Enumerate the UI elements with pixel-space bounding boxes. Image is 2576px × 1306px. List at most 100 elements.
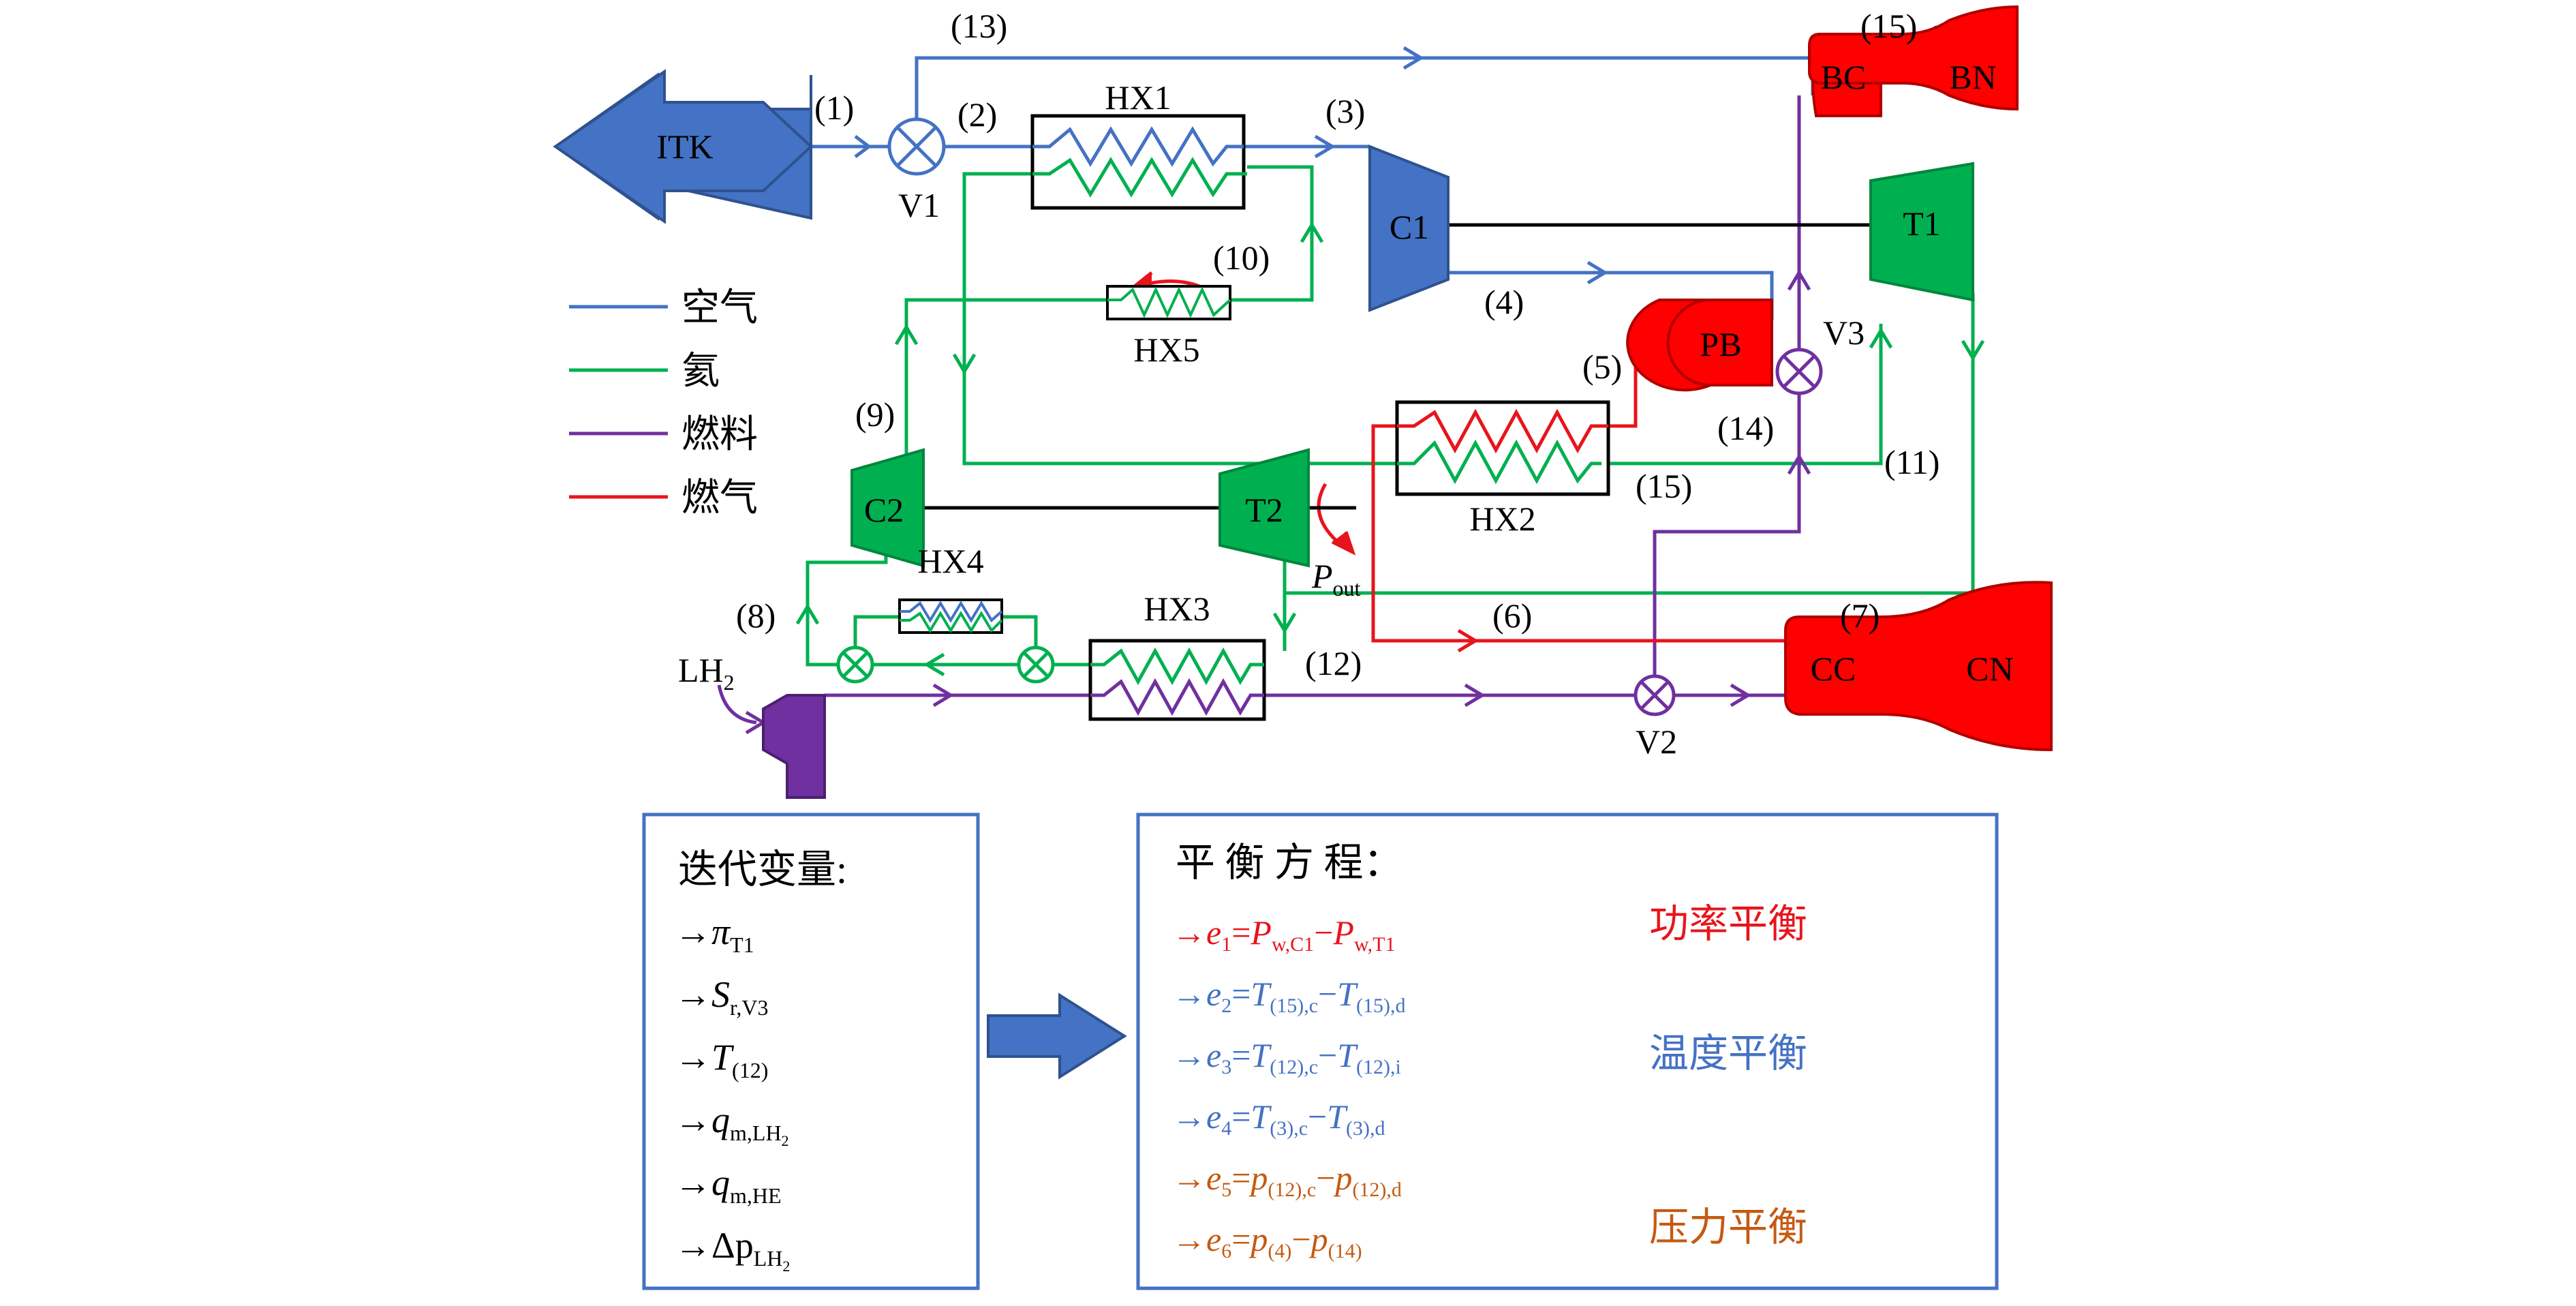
he-arrow-hx1-down [952, 353, 977, 375]
cc-label: CC [1811, 650, 1856, 688]
station-4: (4) [1484, 283, 1524, 321]
he-arrow-8b [923, 652, 945, 677]
balance-category: 功率平衡 [1649, 902, 1807, 946]
hx3 [1088, 639, 1266, 721]
valve-helium-a [836, 646, 874, 684]
pout-arrowhead [1331, 531, 1356, 556]
balance-equation: →e1=Pw,C1−Pw,T1 [1172, 913, 1395, 956]
c1-label: C1 [1390, 208, 1429, 246]
he-line-10 [1230, 165, 1314, 302]
he-line-hx4-l [853, 615, 900, 648]
station-8: (8) [736, 596, 776, 635]
iteration-var: →Sr,V3 [675, 974, 768, 1020]
balance-equation: →e6=p(4)−p(14) [1172, 1220, 1362, 1262]
lh2-pump [762, 694, 826, 799]
hx1-label: HX1 [1105, 78, 1171, 117]
valve-v1 [887, 117, 946, 176]
balance-category: 温度平衡 [1649, 1031, 1807, 1076]
gas-line-6 [1371, 424, 1785, 643]
v1-label: V1 [898, 186, 940, 224]
iteration-var: →qm,HE [675, 1162, 782, 1208]
cn-label: CN [1966, 650, 2013, 688]
gas-arrow-6 [1457, 628, 1479, 653]
he-line-8 [806, 535, 888, 667]
balance-equation: →e4=T(3),c−T(3),d [1172, 1097, 1385, 1140]
fuel-arrow-lh2 [717, 684, 757, 725]
valve-helium-b [1017, 646, 1055, 684]
iteration-var: →πT1 [675, 911, 754, 957]
lh2-label: LH2 [678, 651, 735, 695]
station-14: (14) [1717, 409, 1774, 447]
hx2 [1395, 400, 1610, 496]
c2-label: C2 [864, 491, 904, 529]
balance-equation: →e5=p(12),c−p(12),d [1172, 1159, 1402, 1201]
he-arrow-t2-down [1272, 612, 1297, 634]
hx3-label: HX3 [1144, 590, 1210, 628]
hx5-label: HX5 [1133, 331, 1199, 369]
station-labels: (1) (2) (3) (4) (5) (6) (7) (8) (9) (10)… [736, 7, 1939, 682]
iteration-vars: →πT1→Sr,V3→T(12)→qm,LH2→qm,HE→ΔpLH2 [675, 911, 790, 1275]
shafts [923, 223, 1871, 510]
itk-label: ITK [656, 127, 713, 166]
legend-label: 燃气 [681, 477, 758, 519]
pout-label: Pout [1311, 557, 1361, 601]
valve-v3 [1775, 348, 1823, 395]
v2-label: V2 [1636, 723, 1677, 761]
he-line-11 [1601, 324, 1883, 466]
main-chamber-cc-cn [1784, 581, 2053, 752]
iteration-box: 迭代变量: →πT1→Sr,V3→T(12)→qm,LH2→qm,HE→ΔpLH… [642, 813, 980, 1290]
air-arrow-3 [1314, 134, 1336, 159]
air-arrow-1 [854, 135, 872, 158]
station-5: (5) [1582, 348, 1622, 386]
he-arrow-9 [894, 324, 919, 346]
pb-label: PB [1700, 325, 1741, 363]
fuel-arrow-14 [1787, 269, 1811, 291]
fuel-line-15 [1653, 392, 1801, 675]
station-7: (7) [1840, 596, 1880, 635]
bn-label: BN [1949, 58, 1996, 96]
fuel-arrow-1 [932, 683, 954, 708]
balance-title: 平 衡 方 程： [1176, 840, 1403, 885]
he-arrow-8 [795, 603, 820, 625]
compressor-c2 [850, 448, 925, 568]
he-line-hx1-hx2 [962, 172, 1397, 466]
station-1: (1) [814, 89, 854, 127]
t1-label: T1 [1903, 204, 1941, 243]
balance-box: 平 衡 方 程： →e1=Pw,C1−Pw,T1→e2=T(15),c−T(15… [1136, 813, 1999, 1290]
hx4 [898, 598, 1003, 634]
iteration-title: 迭代变量: [678, 847, 847, 892]
v3-label: V3 [1823, 314, 1865, 352]
station-12: (12) [1305, 644, 1362, 682]
station-11: (11) [1884, 443, 1939, 481]
iteration-var: →T(12) [675, 1037, 768, 1082]
legend-label: 燃料 [681, 414, 758, 456]
air-arrow-4 [1586, 260, 1608, 285]
compressor-c1 [1368, 145, 1450, 312]
helium-lines [795, 165, 1985, 677]
fuel-arrow-15 [1787, 453, 1811, 475]
station-13: (13) [951, 7, 1007, 45]
hx5 [1106, 285, 1231, 320]
itk-arrow [553, 69, 813, 224]
station-3: (3) [1325, 92, 1365, 130]
t2-label: T2 [1245, 491, 1283, 529]
hx1 [1030, 114, 1247, 210]
he-arrow-10 [1300, 222, 1324, 243]
bc-bn-body [1808, 5, 2019, 111]
he-line-9 [904, 298, 1107, 464]
balance-equations: →e1=Pw,C1−Pw,T1→e2=T(15),c−T(15),d→e3=T(… [1172, 913, 1406, 1262]
turbine-t1 [1869, 162, 1974, 302]
fuel-arrow-12 [1464, 683, 1486, 708]
iteration-var: →qm,LH2 [675, 1099, 789, 1149]
he-arrow-11 [1869, 327, 1893, 349]
fuel-arrow-v2 [1730, 683, 1751, 708]
station-6: (6) [1492, 596, 1532, 635]
turbine-t2 [1218, 448, 1310, 568]
burner-pb-shape [1666, 299, 1773, 386]
station-2: (2) [957, 95, 997, 134]
he-arrow-t1-down [1961, 339, 1985, 361]
